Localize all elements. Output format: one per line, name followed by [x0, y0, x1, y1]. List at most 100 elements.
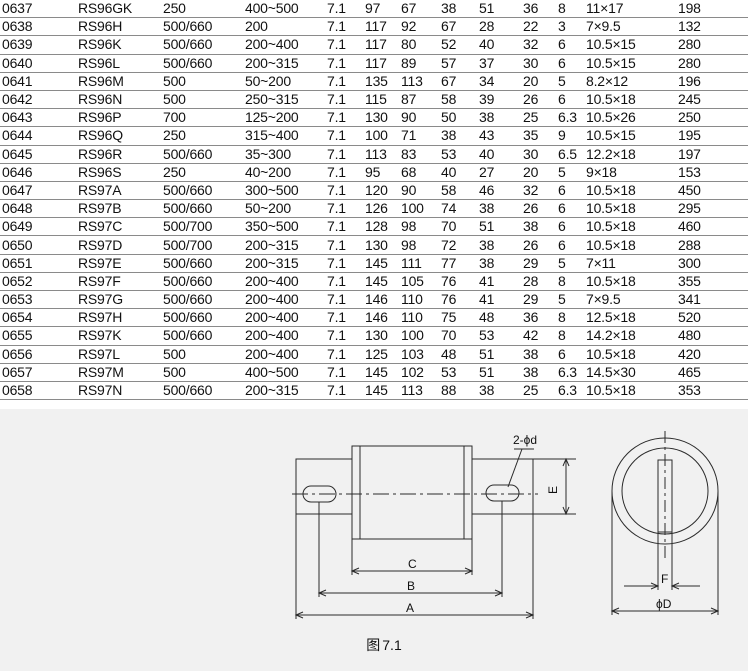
table-cell: 7.1 — [325, 308, 363, 328]
table-cell: 460 — [676, 217, 748, 237]
table-cell: 420 — [676, 345, 748, 364]
table-cell: 480 — [676, 326, 748, 346]
table-cell: 102 — [399, 363, 439, 382]
table-cell: 57 — [439, 54, 477, 73]
table-cell: 110 — [399, 308, 439, 328]
table-cell: 0647 — [0, 181, 76, 201]
table-cell: 8 — [556, 272, 584, 292]
table-cell: 7×9.5 — [584, 17, 676, 37]
table-cell: 7.1 — [325, 108, 363, 128]
table-cell: 98 — [399, 235, 439, 255]
table-cell: 200~315 — [243, 254, 325, 273]
table-cell: 0637 — [0, 0, 76, 19]
table-cell: 10.5×18 — [584, 90, 676, 110]
table-cell: 39 — [477, 90, 521, 110]
table-cell: 6.3 — [556, 363, 584, 382]
table-cell: 113 — [399, 72, 439, 91]
table-cell: 50 — [439, 108, 477, 128]
table-cell: 72 — [439, 235, 477, 255]
table-cell: 30 — [521, 54, 556, 73]
table-cell: 27 — [477, 163, 521, 182]
table-cell: 130 — [363, 326, 399, 346]
table-cell: RS97D — [76, 235, 161, 255]
table-cell: 28 — [477, 17, 521, 37]
table-cell: 89 — [399, 54, 439, 73]
table-cell: 0649 — [0, 217, 76, 237]
table-cell: 53 — [439, 145, 477, 164]
label-hole: 2-ϕd — [513, 433, 537, 447]
table-cell: 250 — [161, 0, 243, 19]
table-cell: 70 — [439, 217, 477, 237]
table-cell: 7.1 — [325, 181, 363, 201]
table-cell: 42 — [521, 326, 556, 346]
table-cell: 500/660 — [161, 254, 243, 273]
table-cell: RS96S — [76, 163, 161, 182]
table-cell: 0642 — [0, 90, 76, 110]
table-cell: RS97G — [76, 290, 161, 310]
table-cell: 0658 — [0, 381, 76, 401]
table-cell: 128 — [363, 217, 399, 237]
label-a: A — [406, 601, 414, 615]
table-cell: 0639 — [0, 35, 76, 55]
table-cell: 500/660 — [161, 145, 243, 164]
table-cell: 41 — [477, 290, 521, 310]
table-cell: 341 — [676, 290, 748, 310]
table-cell: 7.1 — [325, 90, 363, 110]
table-cell: 52 — [439, 35, 477, 55]
table-cell: 7.1 — [325, 272, 363, 292]
table-cell: 38 — [477, 254, 521, 273]
table-cell: 700 — [161, 108, 243, 128]
table-cell: 83 — [399, 145, 439, 164]
table-cell: 75 — [439, 308, 477, 328]
table-cell: 0650 — [0, 235, 76, 255]
table-cell: 0641 — [0, 72, 76, 91]
table-cell: 71 — [399, 126, 439, 146]
table-cell: 7×11 — [584, 254, 676, 273]
table-cell: 6.3 — [556, 108, 584, 128]
table-cell: 0643 — [0, 108, 76, 128]
table-cell: 10.5×18 — [584, 381, 676, 401]
table-cell: 7.1 — [325, 72, 363, 91]
label-c: C — [408, 557, 417, 571]
table-cell: 7.1 — [325, 17, 363, 37]
table-cell: 48 — [477, 308, 521, 328]
table-cell: 113 — [363, 145, 399, 164]
table-cell: 200~400 — [243, 35, 325, 55]
table-cell: 0657 — [0, 363, 76, 382]
table-cell: 465 — [676, 363, 748, 382]
table-cell: 300 — [676, 254, 748, 273]
table-cell: 10.5×15 — [584, 35, 676, 55]
table-cell: 8.2×12 — [584, 72, 676, 91]
table-cell: 29 — [521, 254, 556, 273]
table-cell: 146 — [363, 290, 399, 310]
table-cell: 51 — [477, 0, 521, 19]
table-cell: 38 — [439, 0, 477, 19]
table-cell: 200~400 — [243, 272, 325, 292]
table-cell: 6 — [556, 199, 584, 219]
table-cell: 146 — [363, 308, 399, 328]
table-cell: 500/660 — [161, 54, 243, 73]
table-cell: 6.3 — [556, 381, 584, 401]
right-mounting-slot — [485, 484, 520, 502]
table-cell: 153 — [676, 163, 748, 182]
table-cell: RS96M — [76, 72, 161, 91]
fuse-drawing: 2-ϕd C B A E F ϕD — [292, 431, 720, 619]
table-cell: 43 — [477, 126, 521, 146]
table-cell: 130 — [363, 235, 399, 255]
table-cell: 12.2×18 — [584, 145, 676, 164]
table-cell: 98 — [399, 217, 439, 237]
table-cell: RS97N — [76, 381, 161, 401]
table-cell: 7.1 — [325, 254, 363, 273]
